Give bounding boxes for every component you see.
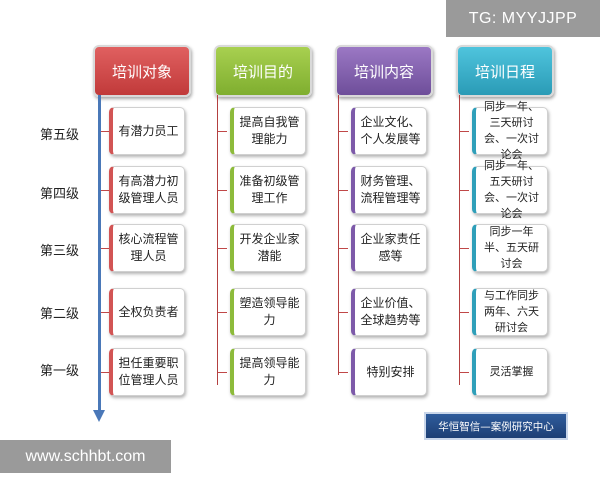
level-label-4: 第四级: [40, 187, 80, 202]
object-cell-level-5: 有潜力员工: [109, 107, 185, 155]
tick: [101, 248, 110, 249]
level-label-2: 第二级: [40, 307, 80, 322]
object-cell-level-1: 担任重要职位管理人员: [109, 348, 185, 396]
schedule-cell-level-1: 灵活掌握: [472, 348, 548, 396]
goal-cell-level-2: 塑造领导能力: [230, 288, 306, 336]
object-cell-level-4: 有高潜力初级管理人员: [109, 166, 185, 214]
tick: [460, 131, 469, 132]
tick: [460, 190, 469, 191]
level-axis-arrow: [93, 410, 105, 422]
tick: [339, 131, 348, 132]
level-label-5: 第五级: [40, 128, 80, 143]
content-cell-level-5: 企业文化、个人发展等: [351, 107, 427, 155]
content-cell-level-2: 企业价值、全球趋势等: [351, 288, 427, 336]
goal-cell-level-4: 准备初级管理工作: [230, 166, 306, 214]
content-cell-level-4: 财务管理、流程管理等: [351, 166, 427, 214]
header-training-schedule: 培训日程: [456, 45, 554, 97]
schedule-cell-level-2: 与工作同步两年、六天研讨会: [472, 288, 548, 336]
tick: [101, 372, 110, 373]
content-cell-level-1: 特别安排: [351, 348, 427, 396]
level-axis-line: [98, 95, 101, 413]
footer-logo-banner: 华恒智信—案例研究中心: [424, 412, 568, 440]
level-label-1: 第一级: [40, 364, 80, 379]
tick: [460, 312, 469, 313]
goal-cell-level-5: 提高自我管理能力: [230, 107, 306, 155]
tick: [339, 190, 348, 191]
object-cell-level-3: 核心流程管理人员: [109, 224, 185, 272]
tick: [218, 312, 227, 313]
goal-cell-level-3: 开发企业家潜能: [230, 224, 306, 272]
watermark-bottom-left: www.schhbt.com: [0, 440, 171, 473]
schedule-cell-level-5: 同步一年、三天研讨会、一次讨论会: [472, 100, 548, 161]
header-training-goals: 培训目的: [214, 45, 312, 97]
tick: [339, 248, 348, 249]
schedule-cell-level-3: 同步一年半、五天研讨会: [472, 224, 548, 272]
tick: [218, 248, 227, 249]
tick: [460, 248, 469, 249]
tick: [101, 312, 110, 313]
tick: [101, 190, 110, 191]
level-label-3: 第三级: [40, 244, 80, 259]
tick: [218, 190, 227, 191]
contents-connector-line: [338, 95, 339, 375]
tick: [218, 131, 227, 132]
watermark-top-right: TG: MYYJJPP: [446, 0, 600, 37]
tick: [339, 312, 348, 313]
tick: [218, 372, 227, 373]
content-cell-level-3: 企业家责任感等: [351, 224, 427, 272]
schedule-connector-line: [459, 95, 460, 385]
header-training-contents: 培训内容: [335, 45, 433, 97]
goal-cell-level-1: 提高领导能力: [230, 348, 306, 396]
tick: [101, 131, 110, 132]
tick: [460, 372, 469, 373]
object-cell-level-2: 全权负责者: [109, 288, 185, 336]
tick: [339, 372, 348, 373]
header-training-objects: 培训对象: [93, 45, 191, 97]
schedule-cell-level-4: 同步一年、五天研讨会、一次讨论会: [472, 159, 548, 220]
goals-connector-line: [217, 95, 218, 385]
